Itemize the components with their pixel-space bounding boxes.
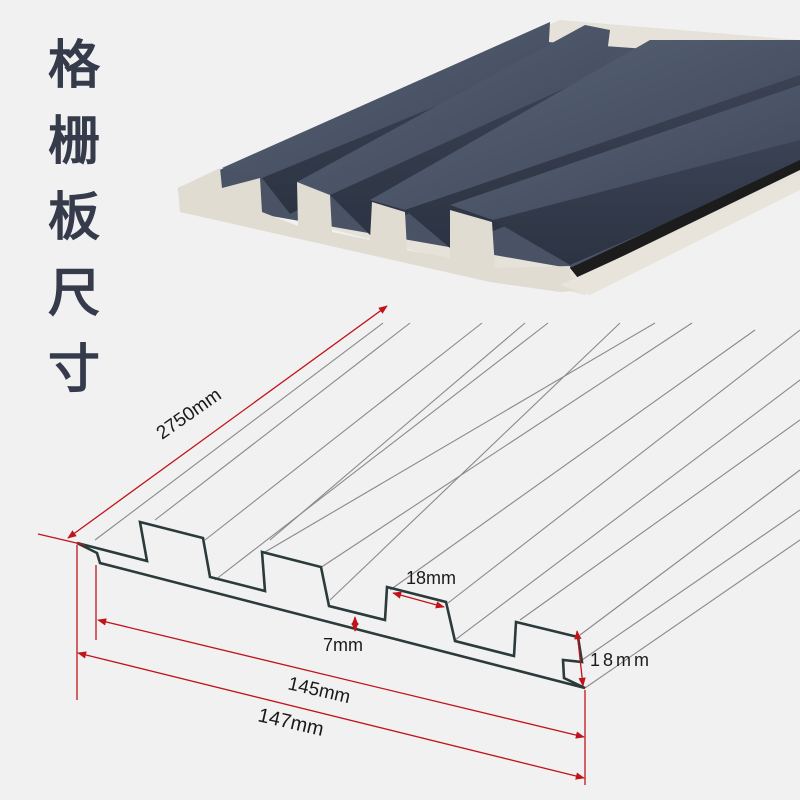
total-thickness-label: 18mm xyxy=(590,650,652,670)
title-char: 格 xyxy=(47,36,100,96)
rib-width-label: 18mm xyxy=(406,568,456,588)
total-width-label: 147mm xyxy=(256,704,326,740)
dimension-lines xyxy=(37,305,586,785)
title-char: 板 xyxy=(47,188,100,248)
title-char: 栅 xyxy=(47,112,100,172)
length-label: 2750mm xyxy=(153,384,226,444)
grain-lines xyxy=(94,322,800,689)
profile-outline xyxy=(76,520,586,690)
base-thickness-label: 7mm xyxy=(323,635,363,655)
grille-panel-photo xyxy=(178,20,800,295)
